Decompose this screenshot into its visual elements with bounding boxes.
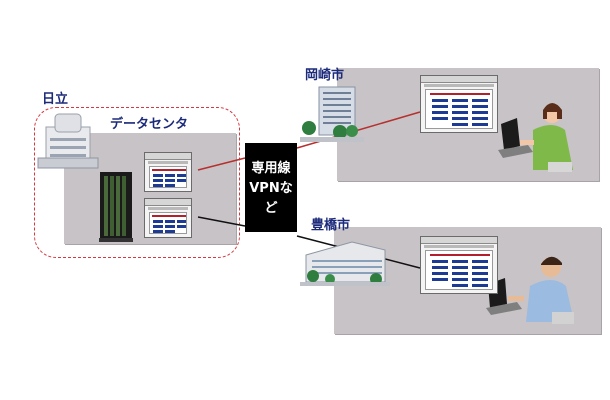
okazaki-user-icon — [498, 103, 573, 172]
hitachi-building-icon — [37, 113, 99, 169]
toyohashi-building-icon — [300, 241, 390, 286]
datacenter-app-window-1 — [144, 152, 192, 192]
hitachi-datacenter-region — [34, 107, 240, 258]
server-rack-icon — [99, 172, 133, 242]
datacenter-app-window-2 — [144, 198, 192, 238]
okazaki-building-icon — [300, 86, 364, 142]
okazaki-label: 岡崎市 — [305, 68, 345, 83]
okazaki-link-line — [197, 157, 246, 171]
datacenter-label: データセンタ — [110, 117, 189, 132]
hitachi-label: 日立 — [42, 92, 69, 107]
network-line-2-label: VPNなど — [249, 181, 293, 216]
network-line-1-label: 専用線 — [251, 161, 291, 176]
toyohashi-user-icon — [486, 256, 574, 324]
toyohashi-label: 豊橋市 — [311, 218, 351, 233]
toyohashi-app-window — [420, 236, 498, 294]
toyohashi-link-line — [197, 216, 246, 227]
network-connection-box: 専用線 VPNなど — [245, 143, 297, 232]
okazaki-app-window — [420, 75, 498, 133]
